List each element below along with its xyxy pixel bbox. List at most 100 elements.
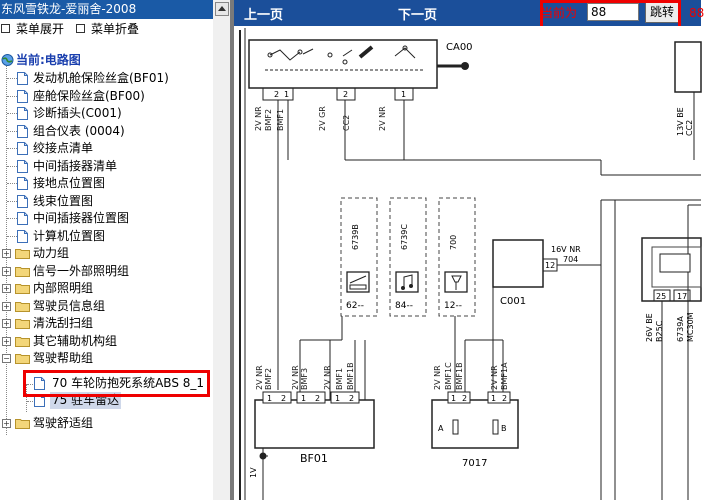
svg-text:B25C: B25C bbox=[655, 320, 664, 342]
tree-doc-item[interactable]: 组合仪表 (0004) bbox=[0, 123, 213, 140]
document-icon bbox=[34, 377, 45, 390]
svg-text:BMF1C: BMF1C bbox=[444, 362, 453, 390]
svg-text:2: 2 bbox=[274, 90, 279, 99]
right-module: 25 17 26V BE B25C 6739A MC30M bbox=[641, 237, 702, 500]
svg-text:2: 2 bbox=[281, 394, 286, 403]
svg-text:704: 704 bbox=[563, 255, 578, 264]
expand-plus-icon[interactable]: + bbox=[2, 319, 11, 328]
svg-text:2V NR: 2V NR bbox=[291, 365, 300, 390]
svg-text:1V: 1V bbox=[249, 467, 258, 478]
page-number-input[interactable] bbox=[587, 3, 639, 21]
tree-doc-item[interactable]: 接地点位置图 bbox=[0, 175, 213, 192]
ignition-switch-ca00: CA00 2 1 2 1 bbox=[248, 39, 473, 101]
document-icon bbox=[17, 159, 28, 173]
radio-icon bbox=[346, 271, 370, 293]
menu-expand-button[interactable]: 菜单展开 bbox=[1, 19, 64, 39]
connector-box-700: 700 12-- bbox=[438, 197, 476, 317]
svg-text:2: 2 bbox=[343, 90, 348, 99]
document-icon bbox=[17, 72, 28, 85]
navigation-pane: 东风雪铁龙-爱丽舍-2008 菜单展开 菜单折叠 当前:电路图 发动机舱保险丝盒… bbox=[0, 0, 214, 500]
next-page-link[interactable]: 下一页 bbox=[398, 8, 438, 23]
svg-text:B: B bbox=[501, 424, 507, 433]
svg-text:CC2: CC2 bbox=[342, 115, 351, 131]
expand-plus-icon[interactable]: + bbox=[2, 249, 11, 258]
svg-text:62--: 62-- bbox=[346, 301, 364, 311]
svg-text:2V NR: 2V NR bbox=[490, 365, 499, 390]
tree-group-item[interactable]: + 驾驶舒适组 bbox=[2, 416, 94, 430]
tree-group-item[interactable]: + 信号一外部照明组 bbox=[2, 263, 130, 278]
tree-guide-line bbox=[6, 60, 7, 435]
collapse-minus-icon[interactable]: − bbox=[2, 354, 11, 363]
square-icon bbox=[1, 24, 10, 33]
wiring-diagram: CA00 2 1 2 1 bbox=[234, 26, 702, 500]
svg-text:2V NR: 2V NR bbox=[323, 365, 332, 390]
svg-text:12: 12 bbox=[545, 261, 555, 270]
svg-text:C001: C001 bbox=[500, 296, 526, 307]
svg-text:700: 700 bbox=[449, 235, 458, 250]
tree-group-item[interactable]: + 清洗刮扫组 bbox=[2, 316, 94, 330]
svg-text:6739B: 6739B bbox=[351, 224, 360, 250]
tree-doc-item[interactable]: 中间插接器位置图 bbox=[0, 210, 213, 227]
expand-plus-icon[interactable]: + bbox=[2, 301, 11, 311]
menu-bar: 菜单展开 菜单折叠 bbox=[0, 19, 213, 39]
tree-group-item[interactable]: + 驾驶员信息组 bbox=[2, 298, 106, 313]
svg-text:1: 1 bbox=[491, 394, 496, 403]
tree-doc-item[interactable]: 计算机位置图 bbox=[0, 228, 213, 245]
svg-text:BMF1: BMF1 bbox=[335, 368, 344, 390]
svg-text:1: 1 bbox=[267, 394, 272, 403]
document-icon bbox=[17, 177, 28, 190]
folder-icon bbox=[15, 249, 30, 259]
tree-group-item-expanded[interactable]: − 驾驶帮助组 bbox=[2, 351, 94, 365]
svg-text:BMF1B: BMF1B bbox=[346, 362, 355, 390]
expand-plus-icon[interactable]: + bbox=[2, 336, 11, 346]
tree-group-item[interactable]: + 动力组 bbox=[2, 246, 70, 260]
svg-text:2: 2 bbox=[315, 394, 320, 403]
highlight-box bbox=[23, 370, 210, 397]
svg-text:BMF1: BMF1 bbox=[276, 109, 285, 131]
tree-doc-item[interactable]: 座舱保险丝盒(BF00) bbox=[0, 88, 213, 105]
folder-icon bbox=[15, 419, 30, 429]
svg-text:13V BE: 13V BE bbox=[676, 107, 685, 136]
svg-text:1: 1 bbox=[401, 90, 406, 99]
square-icon bbox=[76, 24, 85, 33]
svg-text:1: 1 bbox=[284, 90, 289, 99]
tree-root[interactable]: 当前:电路图 bbox=[0, 52, 213, 69]
tree-doc-item[interactable]: 中间插接器清单 bbox=[0, 158, 213, 175]
svg-text:17: 17 bbox=[677, 292, 687, 301]
document-icon bbox=[17, 107, 28, 120]
tree-guide-line bbox=[26, 384, 27, 412]
tree-doc-item[interactable]: 发动机舱保险丝盒(BF01) bbox=[0, 70, 213, 87]
folder-icon bbox=[15, 284, 30, 294]
document-icon bbox=[17, 229, 28, 243]
svg-text:BMF2: BMF2 bbox=[264, 109, 273, 131]
svg-text:2V GR: 2V GR bbox=[318, 106, 327, 131]
prev-page-link[interactable]: 上一页 bbox=[244, 8, 284, 23]
tree-group-item[interactable]: + 其它辅助机构组 bbox=[2, 333, 118, 348]
svg-text:2V NR: 2V NR bbox=[433, 365, 442, 390]
expand-plus-icon[interactable]: + bbox=[2, 266, 11, 276]
svg-text:1: 1 bbox=[335, 394, 340, 403]
connector-box-6739c: 6739C 84-- bbox=[389, 197, 427, 317]
connector-box-6739b: 6739B 62-- bbox=[340, 197, 378, 317]
document-icon bbox=[17, 194, 28, 208]
tree-root-label: 当前:电路图 bbox=[16, 53, 81, 67]
document-icon bbox=[17, 212, 28, 225]
folder-open-icon bbox=[15, 354, 30, 364]
folder-icon bbox=[15, 266, 30, 277]
tree-child-item[interactable]: 70 车轮防抱死系统ABS 8_1 bbox=[0, 375, 213, 392]
tree-doc-item[interactable]: 绞接点清单 bbox=[0, 140, 213, 157]
svg-text:1: 1 bbox=[301, 394, 306, 403]
scroll-up-arrow-icon[interactable] bbox=[215, 2, 229, 16]
tree-scrollbar[interactable] bbox=[213, 0, 231, 500]
tree-doc-item[interactable]: 线束位置图 bbox=[0, 193, 213, 210]
expand-plus-icon[interactable]: + bbox=[2, 419, 11, 428]
key-icon bbox=[437, 62, 469, 70]
menu-collapse-button[interactable]: 菜单折叠 bbox=[76, 19, 139, 39]
fuse-box-bf01: 1 2 1 2 1 2 BF01 bbox=[254, 391, 375, 465]
folder-icon bbox=[15, 301, 30, 312]
tree-group-item[interactable]: + 内部照明组 bbox=[2, 281, 94, 295]
expand-plus-icon[interactable]: + bbox=[2, 284, 11, 293]
ca00-label: CA00 bbox=[446, 42, 473, 53]
pane-divider[interactable] bbox=[230, 0, 234, 500]
tree-doc-item[interactable]: 诊断插头(C001) bbox=[0, 105, 213, 122]
